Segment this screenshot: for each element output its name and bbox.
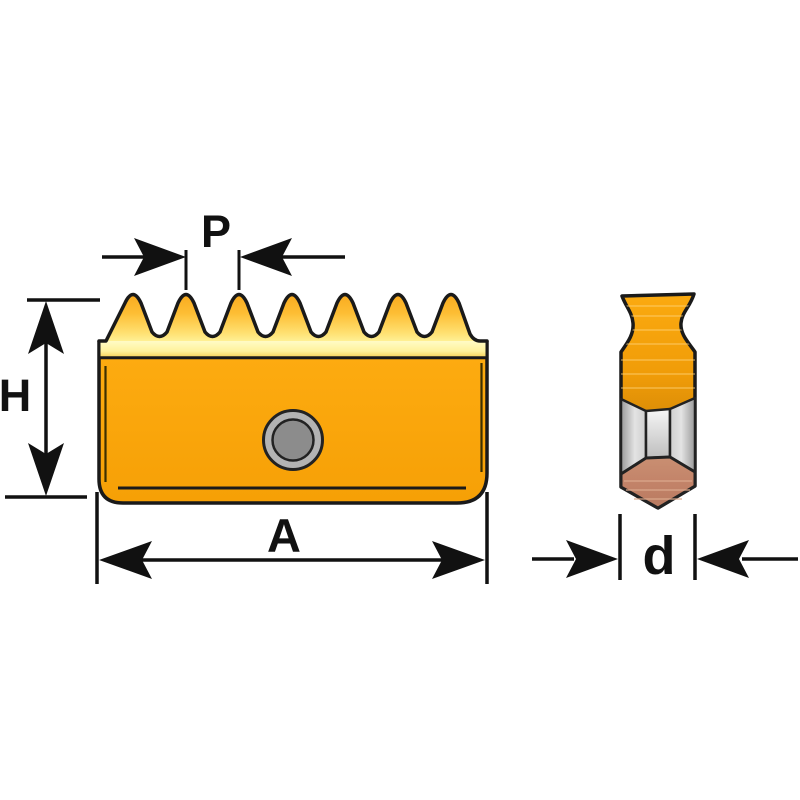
insert-side-profile	[619, 292, 697, 510]
insert-front-view	[97, 292, 489, 505]
dimension-thickness	[532, 514, 798, 580]
dimension-width	[95, 492, 489, 584]
copper-striations	[624, 480, 692, 500]
width-label: A	[267, 509, 301, 562]
dimension-pitch	[102, 238, 345, 290]
thickness-label: d	[643, 526, 676, 586]
width-arrowhead-right	[432, 541, 485, 579]
height-label: H	[0, 370, 31, 421]
height-arrowhead-top	[28, 301, 64, 354]
dimension-height	[5, 298, 100, 499]
thickness-arrowhead-right	[697, 540, 749, 578]
tooth-base-band	[100, 341, 486, 357]
facet-center	[644, 407, 672, 460]
thickness-arrowhead-left	[566, 540, 618, 578]
height-arrowhead-bottom	[28, 443, 64, 496]
pitch-label: P	[201, 206, 231, 257]
pitch-arrowhead-left	[134, 238, 186, 276]
cutting-teeth	[97, 292, 489, 343]
mounting-hole	[262, 409, 324, 471]
pitch-arrowhead-right	[240, 238, 292, 276]
hole-bore	[271, 418, 315, 462]
width-arrowhead-left	[99, 541, 152, 579]
